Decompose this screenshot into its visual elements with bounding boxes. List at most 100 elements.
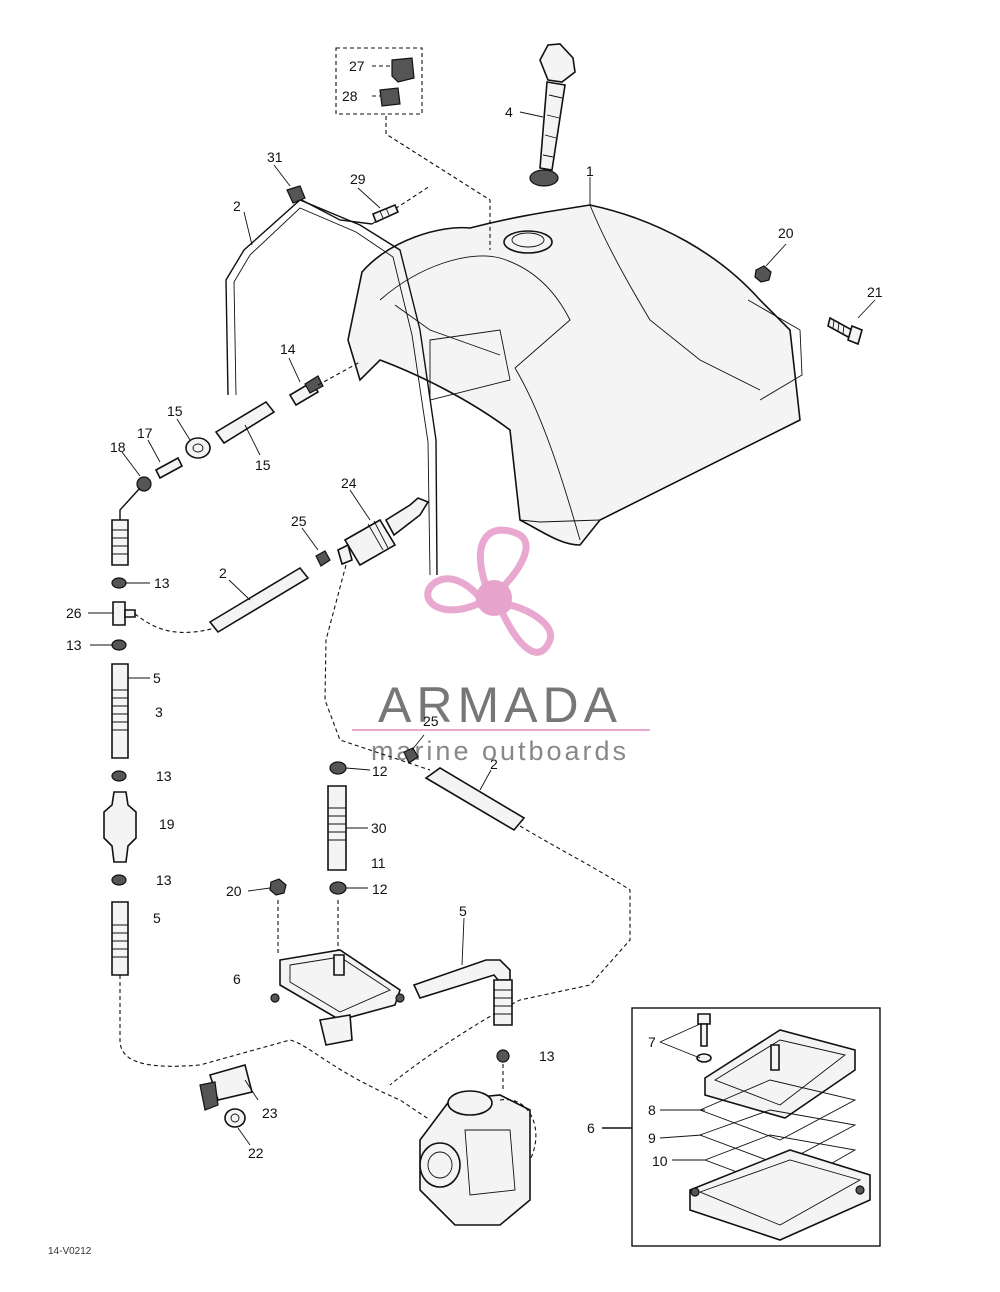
pump-cover-8	[704, 1029, 856, 1119]
fuel-filter-19	[103, 791, 137, 863]
callout-28: 28	[342, 88, 358, 104]
nut-20-lower	[269, 878, 287, 896]
callout-6-inset: 6	[587, 1120, 595, 1136]
hose-3	[111, 663, 129, 759]
callout-13-c: 13	[156, 768, 172, 784]
callout-15-grommet: 15	[167, 403, 183, 419]
callout-13-d: 13	[156, 872, 172, 888]
callout-2-lower: 2	[490, 756, 498, 772]
hose-5-bent	[412, 959, 513, 1026]
callout-18: 18	[110, 439, 126, 455]
propeller-logo-icon	[424, 526, 555, 656]
vent-line-2	[225, 199, 438, 576]
leader-lines	[88, 111, 876, 1161]
clamp-13-a	[111, 577, 127, 589]
callout-12-top: 12	[372, 763, 388, 779]
clamp-13-c	[111, 770, 127, 782]
callout-15-hose: 15	[255, 457, 271, 473]
callout-21: 21	[867, 284, 883, 300]
callout-13-e: 13	[539, 1048, 555, 1064]
nut-25-upper	[315, 550, 331, 567]
gauge-float	[529, 169, 559, 187]
callout-25-upper: 25	[291, 513, 307, 529]
clamp-12-bottom	[329, 881, 347, 895]
callout-13-a: 13	[154, 575, 170, 591]
fitting-29	[371, 203, 400, 224]
hose-5-left	[111, 901, 129, 976]
pump-base	[689, 1149, 871, 1241]
fitting-17	[154, 456, 184, 480]
callout-9: 9	[648, 1130, 656, 1146]
callout-12-bottom: 12	[372, 881, 388, 897]
callout-27: 27	[349, 58, 365, 74]
clamp-18	[136, 476, 152, 492]
gasket-8	[698, 1079, 857, 1141]
clip-31	[286, 185, 306, 204]
callout-2-vent: 2	[233, 198, 241, 214]
diaphragm-9	[698, 1109, 857, 1166]
primer-23	[199, 1064, 253, 1111]
grommet-15	[185, 437, 211, 459]
clamp-13-e	[496, 1049, 510, 1063]
callout-17: 17	[137, 425, 153, 441]
callout-26: 26	[66, 605, 82, 621]
callout-14: 14	[280, 341, 296, 357]
callout-8: 8	[648, 1102, 656, 1118]
callout-labels: 1 2 2 2 3 4 5 5 5 6 6 7 8 9 10 11 12 12 …	[66, 58, 883, 1169]
callout-6-pump: 6	[233, 971, 241, 987]
screw-7	[696, 1013, 712, 1063]
callout-11: 11	[371, 855, 386, 871]
nut-20-top	[754, 265, 772, 283]
callout-3: 3	[155, 704, 163, 720]
washer-22	[224, 1108, 246, 1128]
callout-4: 4	[505, 104, 513, 120]
callout-23: 23	[262, 1105, 278, 1121]
watermark-brand: ARMADA	[378, 677, 622, 733]
callout-2-middle: 2	[219, 565, 227, 581]
plug-27	[391, 57, 415, 83]
hose-2-lower	[424, 767, 526, 832]
propeller-hub	[476, 580, 512, 616]
fitting-14	[288, 375, 324, 407]
nut-25-lower	[403, 747, 419, 764]
clamp-12-top	[329, 761, 347, 775]
gauge-stem	[539, 81, 566, 171]
clamp-13-b	[111, 639, 127, 651]
shutoff-valve-24	[337, 497, 430, 567]
kit-box-27-28	[335, 47, 423, 115]
fuel-gauge-cap	[529, 43, 576, 187]
plug-28	[379, 87, 401, 107]
callout-5-upper: 5	[153, 670, 161, 686]
callout-24: 24	[341, 475, 357, 491]
callout-20-lower: 20	[226, 883, 242, 899]
callout-5-left: 5	[153, 910, 161, 926]
fuel-pump-6	[270, 949, 405, 1046]
hose-upper-left	[111, 519, 129, 566]
callout-13-b: 13	[66, 637, 82, 653]
callout-25-lower: 25	[423, 713, 439, 729]
carburetor	[419, 1090, 537, 1226]
tee-26	[112, 601, 136, 626]
hose-2-middle	[208, 566, 310, 634]
pump-exploded-inset	[631, 1007, 881, 1247]
gauge-cap-knob	[539, 43, 576, 83]
hose-11	[327, 785, 347, 871]
callout-19: 19	[159, 816, 175, 832]
hose-15	[214, 400, 276, 445]
armada-watermark: ARMADA marine outboards	[352, 526, 650, 766]
callout-7: 7	[648, 1034, 656, 1050]
fuel-tank	[347, 204, 803, 546]
callout-22: 22	[248, 1145, 264, 1161]
callout-5-bent: 5	[459, 903, 467, 919]
callout-10: 10	[652, 1153, 668, 1169]
clamp-13-d	[111, 874, 127, 886]
callout-20-top: 20	[778, 225, 794, 241]
callout-30: 30	[371, 820, 387, 836]
bolt-21	[827, 316, 863, 346]
filler-neck	[503, 230, 553, 254]
diagram-code: 14-V0212	[48, 1246, 92, 1257]
callout-29: 29	[350, 171, 366, 187]
callout-1: 1	[586, 163, 594, 179]
callout-31: 31	[267, 149, 283, 165]
